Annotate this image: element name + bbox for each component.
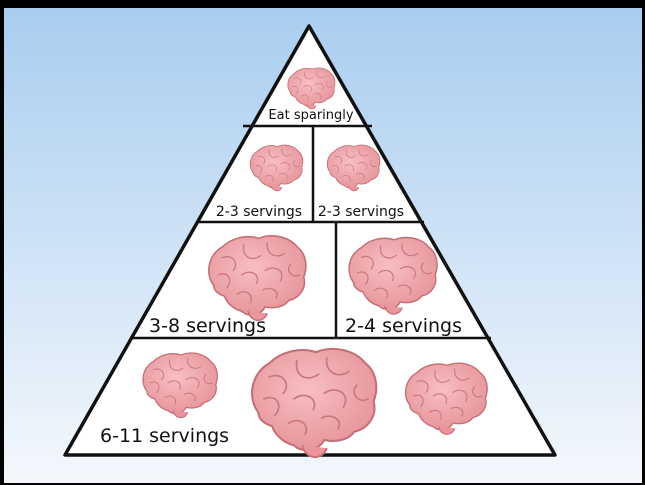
row3-left-label: 3-8 servings <box>149 315 266 337</box>
base-tier-label: 6-11 servings <box>100 425 229 447</box>
row2-right-label: 2-3 servings <box>318 204 404 220</box>
row2-left-label: 2-3 servings <box>216 204 302 220</box>
top-tier-label: Eat sparingly <box>268 108 353 123</box>
row3-right-label: 2-4 servings <box>345 315 462 337</box>
